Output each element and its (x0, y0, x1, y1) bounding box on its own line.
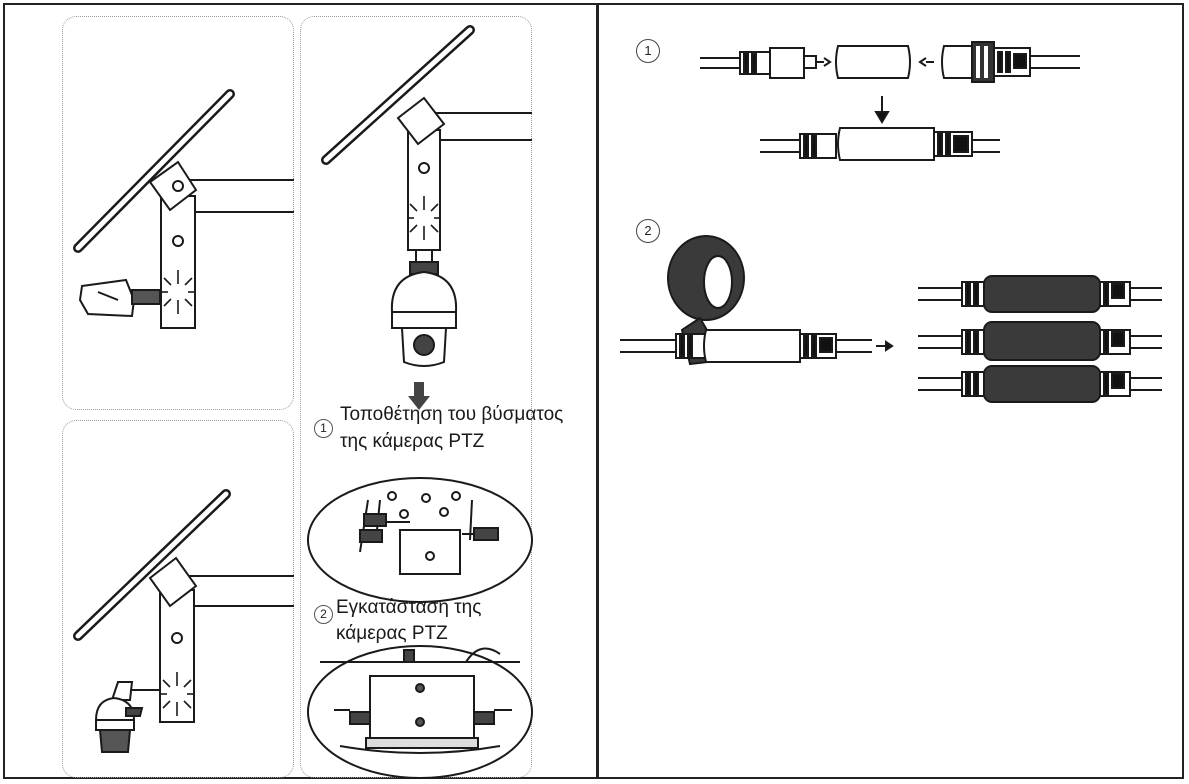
cable-connected-illustration (760, 127, 1000, 161)
step-number-2: 2 (314, 605, 333, 624)
step-number-1: 1 (314, 419, 333, 438)
step-1-label-line1: Τοποθέτηση του βύσματος (340, 404, 564, 425)
panel-wall-mount-dome (62, 420, 294, 778)
wrapped-cables-illustration (918, 275, 1162, 403)
step-2-label-line2: κάμερας PTZ (336, 623, 448, 644)
pole-bracket-dome-illustration (73, 489, 294, 753)
page-divider (596, 3, 599, 779)
cable-disconnected-illustration (700, 41, 1080, 83)
ellipse-mount-detail (307, 645, 533, 779)
pole-bracket-bullet-illustration (73, 89, 294, 329)
right-step-number-2: 2 (636, 219, 660, 243)
pole-bracket-ptz-illustration (321, 25, 532, 410)
manual-frame (3, 3, 1184, 779)
step-2-label-line1: Εγκατάσταση της (336, 597, 482, 618)
step-1-label-line2: της κάμερας PTZ (340, 431, 485, 452)
right-step-number-1: 1 (636, 39, 660, 63)
ellipse-connector-detail (307, 477, 533, 603)
tape-wrapping-illustration (620, 235, 894, 366)
